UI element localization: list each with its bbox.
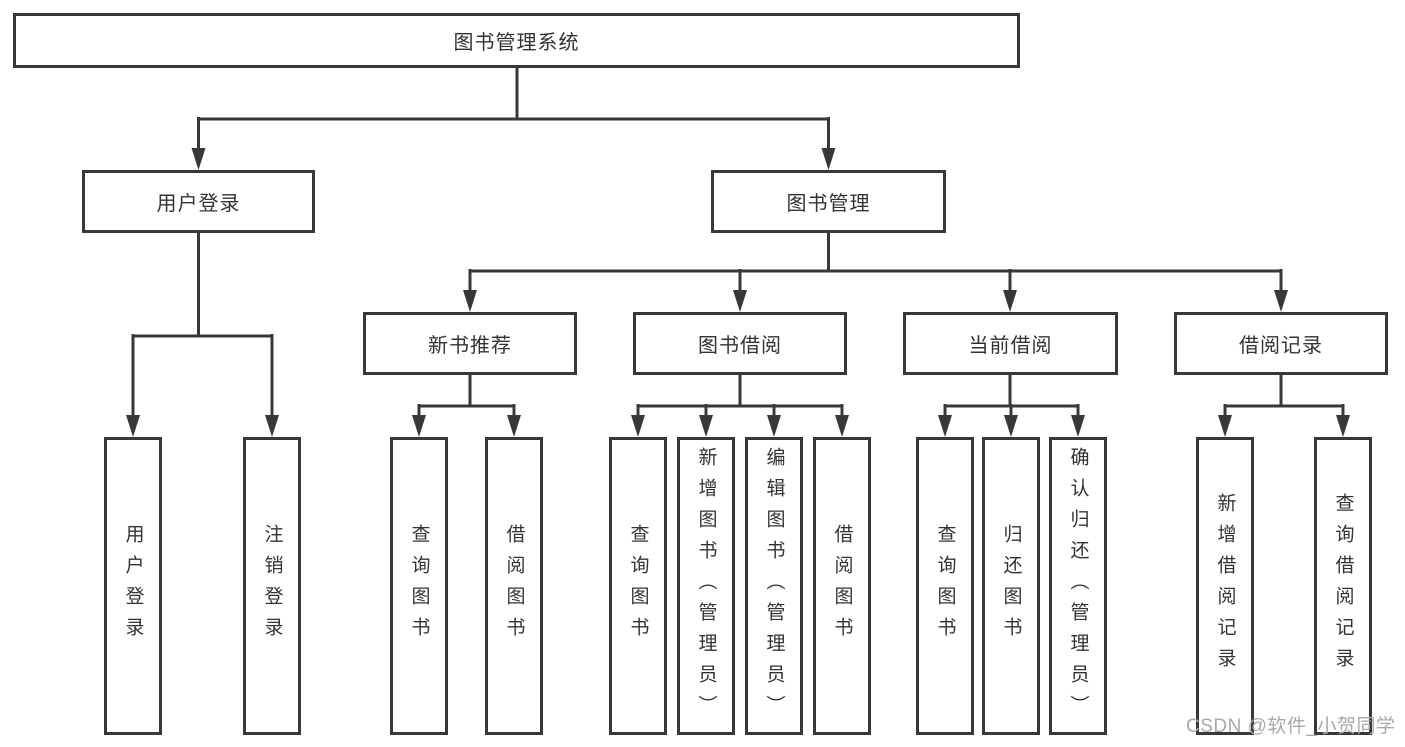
arrow-down-icon [1336,415,1350,437]
node-label: 新增借阅记录 [1214,493,1236,679]
arrow-down-icon [821,148,836,170]
connector-current-borrow-to-leaves [943,375,1080,418]
connector-root-to-level2 [197,68,830,150]
connector-book-management-to-level3 [468,233,1283,293]
leaf-records-query-record: 查询借阅记录 [1314,437,1372,735]
arrow-down-icon [699,415,713,437]
node-label: 图书管理 [786,193,871,215]
node-label: 编辑图书（管理员） [763,446,785,726]
leaf-user-login: 用户登录 [104,437,162,735]
arrow-down-icon [631,415,645,437]
connector-borrow-records-to-leaves [1223,375,1345,418]
node-label: 新书推荐 [428,335,512,357]
arrow-down-icon [1003,290,1017,312]
arrow-down-icon [1071,415,1085,437]
connector-user-login-to-leaves [131,233,274,418]
node-label: 图书借阅 [698,335,782,357]
node-book-borrow: 图书借阅 [633,312,847,375]
node-label: 当前借阅 [968,335,1053,357]
arrow-down-icon [1218,415,1232,437]
connector-new-book-recommend-to-leaves [417,375,516,418]
arrow-down-icon [1274,290,1288,312]
connector-book-borrow-to-leaves [636,375,844,418]
arrow-down-icon [507,415,521,437]
node-label: 借阅图书 [831,524,853,648]
node-new-book-recommend: 新书推荐 [363,312,577,375]
leaf-recommend-query-book: 查询图书 [390,437,448,735]
node-label: 借阅记录 [1239,335,1323,357]
arrow-down-icon [767,415,781,437]
node-label: 查询图书 [627,524,649,648]
node-current-borrow: 当前借阅 [903,312,1118,375]
arrow-down-icon [1004,415,1018,437]
arrow-down-icon [126,415,140,437]
leaf-current-return-book: 归还图书 [982,437,1040,735]
leaf-logout-login: 注销登录 [243,437,301,735]
leaf-records-add-record: 新增借阅记录 [1196,437,1254,735]
node-label: 注销登录 [261,524,283,648]
node-label: 确认归还（管理员） [1067,446,1089,726]
node-label: 用户登录 [156,193,241,215]
arrow-down-icon [835,415,849,437]
arrow-down-icon [412,415,426,437]
node-label: 图书管理系统 [453,32,580,54]
node-borrow-records: 借阅记录 [1174,312,1388,375]
leaf-recommend-borrow-book: 借阅图书 [485,437,543,735]
leaf-borrow-query-book: 查询图书 [609,437,667,735]
arrow-down-icon [938,415,952,437]
node-label: 归还图书 [1000,524,1022,648]
node-label: 查询图书 [934,524,956,648]
node-library-system: 图书管理系统 [13,13,1020,68]
node-label: 用户登录 [122,524,144,648]
leaf-current-query-book: 查询图书 [916,437,974,735]
node-book-management: 图书管理 [711,170,946,233]
arrow-down-icon [733,290,747,312]
watermark-text: CSDN @软件_小贺同学 [1186,716,1396,737]
arrow-down-icon [265,415,279,437]
leaf-borrow-add-book-admin: 新增图书（管理员） [677,437,735,735]
node-label: 查询借阅记录 [1332,493,1354,679]
arrow-down-icon [191,148,206,170]
node-label: 借阅图书 [503,524,525,648]
node-label: 查询图书 [408,524,430,648]
node-label: 新增图书（管理员） [695,446,717,726]
arrow-down-icon [463,290,477,312]
node-user-login: 用户登录 [82,170,315,233]
leaf-borrow-edit-book-admin: 编辑图书（管理员） [745,437,803,735]
leaf-borrow-borrow-book: 借阅图书 [813,437,871,735]
leaf-current-confirm-return-admin: 确认归还（管理员） [1049,437,1107,735]
